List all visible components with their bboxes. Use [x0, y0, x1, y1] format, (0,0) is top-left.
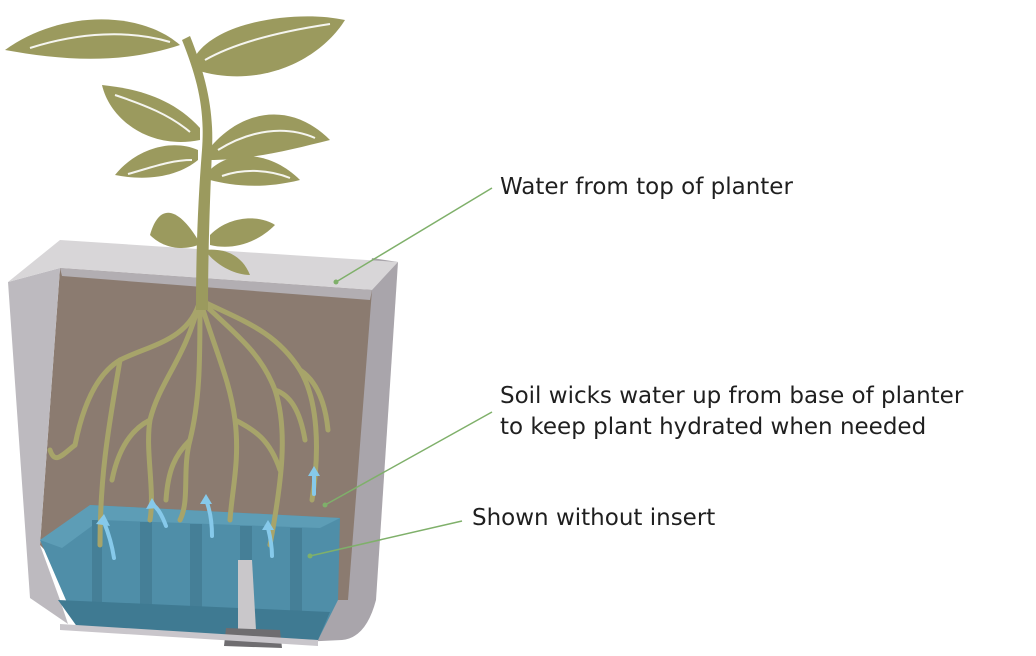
leaf	[210, 218, 275, 247]
leaf-veins	[29, 23, 331, 179]
planter-rim-inner	[60, 268, 372, 300]
water-arrow-icon	[146, 498, 168, 528]
callout-line: Soil wicks water up from base of planter	[500, 383, 964, 409]
callout-line: to keep plant hydrated when needed	[500, 414, 927, 440]
plant-stem	[182, 36, 213, 310]
leaf	[115, 145, 198, 178]
leader-line-insert	[309, 520, 463, 557]
leaf	[205, 249, 250, 275]
water-arrow-icon	[96, 514, 116, 560]
leader-line-wick	[324, 411, 493, 506]
planter-base	[60, 624, 318, 646]
drain-tube	[238, 560, 256, 630]
callout-line: Shown without insert	[472, 505, 716, 531]
water-surface	[40, 505, 340, 548]
plant-illustration	[5, 16, 345, 310]
planter-cutaway	[8, 240, 398, 648]
water-arrow-icon	[308, 466, 320, 496]
water-arrow-icon	[262, 520, 274, 558]
leaf	[102, 85, 200, 142]
leaf	[5, 19, 180, 59]
planter-left-wall	[8, 268, 68, 624]
leaf	[208, 114, 330, 160]
leader-lines	[307, 187, 493, 559]
callout-water-from-top: Water from top of planter	[500, 172, 793, 203]
wicking-arrows	[96, 466, 320, 560]
leader-line-top	[335, 187, 493, 283]
leaf	[150, 212, 198, 248]
callout-line: Water from top of planter	[500, 174, 793, 200]
leaf	[196, 16, 345, 77]
callout-without-insert: Shown without insert	[472, 503, 715, 534]
water-arrow-icon	[200, 494, 214, 538]
callout-soil-wicks: Soil wicks water up from base of planter…	[500, 381, 963, 443]
